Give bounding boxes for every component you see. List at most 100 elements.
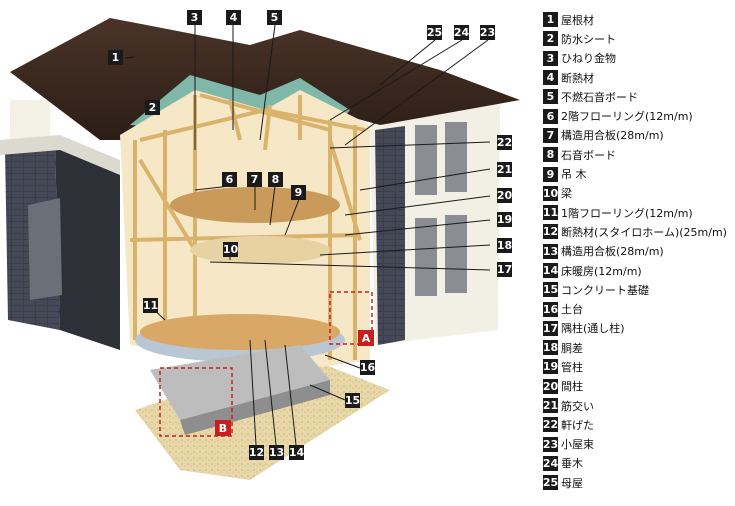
marker-25: 25 — [426, 25, 443, 40]
legend-label: 胴差 — [561, 341, 583, 355]
legend-number: 7 — [543, 127, 558, 143]
legend-number: 1 — [543, 12, 558, 28]
legend-number: 22 — [542, 417, 559, 433]
marker-24: 24 — [453, 25, 470, 40]
marker-20: 20 — [496, 188, 513, 203]
legend-label: 小屋束 — [561, 438, 594, 452]
legend-label: 不燃石音ボード — [561, 90, 638, 104]
legend-label: 間柱 — [561, 380, 583, 394]
legend-number: 12 — [542, 224, 559, 240]
legend-number: 17 — [542, 320, 559, 336]
marker-10: 10 — [222, 242, 239, 257]
detail-box-a — [329, 291, 373, 345]
legend-number: 2 — [543, 31, 558, 47]
legend-label: 断熱材 — [561, 71, 594, 85]
detail-marker-a: A — [358, 330, 374, 346]
legend-label: 母屋 — [561, 476, 583, 490]
legend-label: 構造用合板(28m/m) — [561, 245, 664, 259]
legend-label: 管柱 — [561, 360, 583, 374]
marker-14: 14 — [288, 445, 305, 460]
marker-23: 23 — [479, 25, 496, 40]
legend-number: 13 — [542, 243, 559, 259]
marker-3: 3 — [187, 10, 202, 25]
legend-number: 24 — [542, 455, 559, 471]
marker-16: 16 — [359, 360, 376, 375]
legend-label: 筋交い — [561, 399, 594, 413]
right-window-4 — [445, 215, 467, 293]
marker-15: 15 — [344, 393, 361, 408]
left-wall-side — [55, 145, 120, 350]
legend-label: コンクリート基礎 — [561, 283, 649, 297]
marker-2: 2 — [145, 100, 160, 115]
right-brick-column — [375, 126, 405, 345]
marker-9: 9 — [291, 185, 306, 200]
marker-17: 17 — [496, 262, 513, 277]
legend-label: 1階フローリング(12m/m) — [561, 206, 693, 220]
right-window-1 — [415, 125, 437, 195]
legend-label: 梁 — [561, 187, 572, 201]
marker-4: 4 — [226, 10, 241, 25]
marker-6: 6 — [222, 172, 237, 187]
legend-label: 隅柱(通し柱) — [561, 322, 625, 336]
legend-number: 21 — [542, 398, 559, 414]
legend-number: 5 — [543, 89, 558, 105]
roof — [10, 18, 520, 140]
legend-label: 石音ボード — [561, 148, 616, 162]
marker-11: 11 — [142, 298, 159, 313]
balcony-rail — [0, 135, 120, 175]
legend-label: 垂木 — [561, 457, 583, 471]
marker-12: 12 — [248, 445, 265, 460]
marker-13: 13 — [268, 445, 285, 460]
marker-5: 5 — [267, 10, 282, 25]
legend-label: 構造用合板(28m/m) — [561, 129, 664, 143]
legend-label: 2階フローリング(12m/m) — [561, 110, 693, 124]
legend-label: 吊 木 — [561, 168, 587, 182]
detail-box-b — [159, 367, 233, 437]
legend-number: 10 — [542, 185, 559, 201]
marker-8: 8 — [268, 172, 283, 187]
first-floor-flooring — [140, 314, 340, 350]
marker-21: 21 — [496, 162, 513, 177]
legend-number: 8 — [543, 147, 558, 163]
legend-number: 19 — [542, 359, 559, 375]
legend-label: 断熱材(スタイロホーム)(25m/m) — [561, 225, 727, 239]
left-window — [28, 198, 62, 300]
detail-marker-b: B — [215, 420, 231, 436]
legend-number: 11 — [542, 205, 559, 221]
legend-label: 軒げた — [561, 418, 594, 432]
legend-number: 18 — [542, 340, 559, 356]
marker-18: 18 — [496, 238, 513, 253]
legend-number: 3 — [543, 50, 558, 66]
legend-number: 15 — [542, 282, 559, 298]
legend-label: 土台 — [561, 303, 583, 317]
right-window-3 — [415, 218, 437, 296]
leader-lines — [124, 24, 491, 446]
legend-number: 4 — [543, 70, 558, 86]
legend-number: 23 — [542, 436, 559, 452]
legend-number: 9 — [543, 166, 558, 182]
legend-label: ひねり金物 — [561, 52, 616, 66]
